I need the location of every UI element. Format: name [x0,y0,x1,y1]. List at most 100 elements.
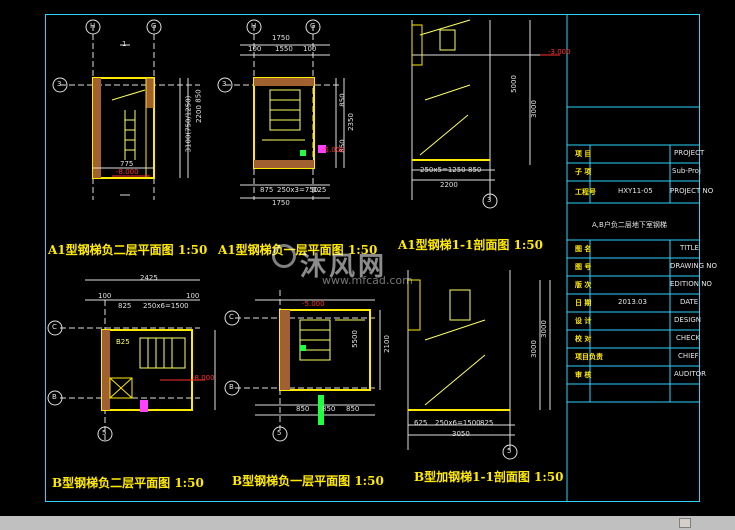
level-mark: -8.000 [116,168,139,176]
level-mark: -5.000 [322,146,345,154]
dim-text: 3000 [539,320,548,338]
tb-drawing-desc: A,B户负二层地下室钢梯 [592,221,667,229]
dim-text: 850 [322,405,336,413]
tb-project-val: PROJECT [674,149,705,157]
tb-chief-val: CHIEF [678,352,699,360]
tb-subproj-key: 子 项 [575,168,592,176]
scroll-right-button[interactable] [679,518,691,528]
tb-dwgno-key: 图 号 [575,263,592,271]
tb-auditor-key: 审 核 [575,371,592,379]
tb-design-key: 设 计 [575,317,592,325]
watermark-url: www.mfcad.com [322,274,413,287]
tb-subproj-val: Sub-Proj [672,167,701,175]
dim-text: 2425 [140,274,158,282]
b-1f-plan-title: B型钢梯负一层平面图 1:50 [232,474,384,488]
tb-date-key: 日 期 [575,299,592,307]
dim-text: 5500 [350,330,359,348]
axis-3-label: 3 [487,196,492,204]
tb-title-val: TITLE [680,244,699,252]
tb-check-val: CHECK [676,334,701,342]
tb-edition-key: 版 次 [575,281,592,289]
tb-design-val: DESIGN [674,316,701,324]
tb-projno-key: 工程号 [575,188,596,196]
dim-text: 5000 [509,75,518,93]
a1-section-title: A1型钢梯1-1剖面图 1:50 [398,238,543,252]
dim-text: 100 [303,45,317,53]
b-section-title: B型加钢梯1-1剖面图 1:50 [414,470,564,484]
dim-text: 250x6=1500 [435,419,481,427]
tb-projno-en: PROJECT NO [670,187,714,195]
dim-text: 3100(750/1250) [184,95,193,153]
axis-g-label: G [310,22,316,30]
dim-text: 850 [468,166,482,174]
dim-text: 3050 [452,430,470,438]
dim-text: 3000 [529,100,538,118]
dim-text: 1750 [272,199,290,207]
a1-section-linework [411,19,560,209]
dim-text: 125 [313,186,327,194]
b-2f-plan-title: B型钢梯负二层平面图 1:50 [52,476,204,490]
dim-text: 250x5=1250 [420,166,466,174]
dim-text: 825 [480,419,494,427]
tb-projno-val: HXY11-05 [618,187,653,195]
axis-3-label: 3 [57,80,62,88]
dim-text: 2350 [346,113,355,131]
dim-text: 100 [248,45,262,53]
level-mark: -3.000 [548,48,571,56]
a1-1f-plan-title: A1型钢梯负一层平面图 1:50 [218,243,378,257]
tb-auditor-val: AUDITOR [674,370,707,378]
dim-text: 625 [414,419,428,427]
axis-h-label: H [251,22,257,30]
axis-5-label: 5 [507,447,512,455]
a1-2f-plan-linework [52,19,200,200]
dim-text: 850 [296,405,310,413]
section-mark-label: 1 [122,40,127,48]
dim-text: 100 [186,292,200,300]
dim-text: 775 [120,160,134,168]
dim-text: 2200 [194,105,203,123]
b-1f-plan-linework [224,290,381,442]
tb-check-key: 校 对 [575,335,592,343]
watermark-text: 沐风网 [300,252,388,282]
dim-text: 850 [346,405,360,413]
dim-text: 2200 [440,181,458,189]
axis-b-label: B [229,383,234,391]
dim-text: 250x3=750 [277,186,319,194]
watermark-logo-icon [272,244,296,268]
b-2f-plan-linework [47,279,216,442]
axis-g-label: G [151,22,157,30]
dim-text: 850 [338,93,347,107]
dim-text: 2100 [382,335,391,353]
axis-3-label: 3 [222,80,227,88]
dim-text: 250x6=1500 [143,302,189,310]
dim-text: 850 [194,89,203,103]
tb-dwgno-val: DRAWING NO [670,262,717,270]
dim-text: B25 [116,338,130,346]
axis-c-label: C [52,323,57,331]
tb-date-en: DATE [680,298,699,306]
tb-title-key: 图 名 [575,245,592,253]
axis-b-label: B [52,393,57,401]
level-mark: -5.000 [302,300,325,308]
a1-2f-plan-title: A1型钢梯负二层平面图 1:50 [48,243,208,257]
tb-chief-key: 项目负责 [575,353,603,361]
axis-5-label: 5 [277,429,282,437]
dim-text: 825 [118,302,132,310]
axis-h-label: H [90,22,96,30]
tb-edition-val: EDITION NO [670,280,712,288]
dim-text: 1550 [275,45,293,53]
dim-text: 3000 [529,340,538,358]
b-section-linework [407,270,551,460]
dim-text: 1750 [272,34,290,42]
dim-text: 100 [98,292,112,300]
level-mark: -8.000 [192,374,215,382]
a1-1f-plan-linework [217,19,345,200]
dim-text: 875 [260,186,274,194]
title-block-grid [566,14,700,502]
bottom-scrollbar[interactable] [0,516,735,530]
tb-project-key: 项 目 [575,150,592,158]
axis-c-label: C [229,313,234,321]
tb-date-val: 2013.03 [618,298,647,306]
